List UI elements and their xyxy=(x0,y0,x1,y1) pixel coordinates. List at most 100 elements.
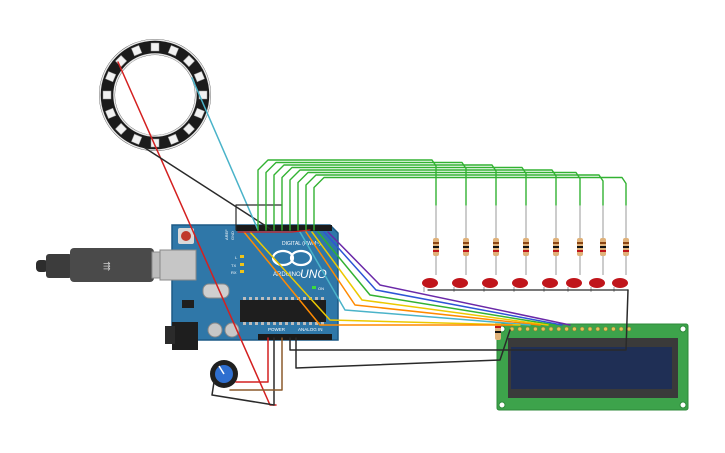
lcd-pin[interactable] xyxy=(572,326,577,332)
lcd-pin[interactable] xyxy=(525,326,530,332)
neopixel-led xyxy=(193,71,205,83)
lcd-mounting-hole xyxy=(679,401,687,409)
resistor-band xyxy=(623,246,629,248)
wire-orange[interactable] xyxy=(243,231,513,326)
atmega-pins xyxy=(243,297,324,325)
potentiometer[interactable] xyxy=(210,360,238,388)
lcd-pin[interactable] xyxy=(595,326,601,332)
neopixel-led xyxy=(182,122,195,135)
neopixel-ring[interactable] xyxy=(99,39,211,151)
resistor-band xyxy=(493,242,499,244)
usb-plug-body xyxy=(70,248,154,282)
power-analog-pin-header[interactable] xyxy=(258,334,332,340)
lcd-pin[interactable] xyxy=(626,326,632,332)
resistor-band xyxy=(433,246,439,248)
wire-cyan[interactable] xyxy=(191,77,259,231)
wire-yellow[interactable] xyxy=(249,231,521,326)
led[interactable] xyxy=(566,278,582,288)
crystal xyxy=(202,283,230,299)
lcd-mounting-hole xyxy=(498,401,506,409)
lcd-mounting-hole xyxy=(679,325,687,333)
led[interactable] xyxy=(452,278,468,288)
chip-pin xyxy=(279,322,282,325)
chip-pin xyxy=(279,297,282,300)
lcd-pin[interactable] xyxy=(548,326,554,332)
led-array xyxy=(422,205,629,292)
lcd-pin[interactable] xyxy=(564,326,569,332)
lcd-pin[interactable] xyxy=(533,326,538,332)
lcd-16x2[interactable] xyxy=(495,322,689,411)
lcd-pin[interactable] xyxy=(517,326,523,332)
tx-label: TX xyxy=(231,263,236,268)
potentiometer-indicator xyxy=(218,365,225,375)
arduino-uno-board[interactable]: ARDUINO UNO AREF GND L TX RX ON DIGITAL … xyxy=(159,224,339,350)
resistor-band xyxy=(495,331,501,333)
wire-green[interactable] xyxy=(297,171,581,231)
led[interactable] xyxy=(422,278,438,288)
wire-black[interactable] xyxy=(295,329,511,369)
wire-black[interactable] xyxy=(211,337,275,406)
chip-pin xyxy=(255,297,258,300)
wire-green[interactable] xyxy=(317,231,556,326)
resistor-band xyxy=(463,246,469,248)
atmega-chip xyxy=(240,300,326,322)
wire-orange[interactable] xyxy=(305,231,541,326)
led[interactable] xyxy=(512,278,528,288)
lcd-pin[interactable] xyxy=(587,326,593,332)
led[interactable] xyxy=(612,278,628,288)
arduino-brand-label: ARDUINO xyxy=(273,272,301,278)
l-led-label: L xyxy=(235,255,238,260)
neopixel-ring-outer-edge xyxy=(99,39,211,151)
wire-green[interactable] xyxy=(313,176,627,231)
lcd-pin[interactable] xyxy=(540,326,546,332)
lcd-pin[interactable] xyxy=(579,326,585,332)
resistor-band xyxy=(493,246,499,248)
wire-purple[interactable] xyxy=(327,231,571,326)
neopixel-led xyxy=(115,122,128,135)
reset-button[interactable] xyxy=(181,231,191,241)
led[interactable] xyxy=(589,278,605,288)
resistor-band xyxy=(577,246,583,248)
arduino-logo-loop-right xyxy=(289,249,313,267)
wire-green[interactable] xyxy=(281,166,527,231)
wire-black[interactable] xyxy=(144,147,273,231)
wire-green[interactable] xyxy=(289,169,557,231)
chip-pin xyxy=(273,297,276,300)
chip-pin xyxy=(261,322,264,325)
resistor-band xyxy=(577,242,583,244)
digital-pin-header[interactable] xyxy=(236,225,332,231)
chip-pin xyxy=(303,322,306,325)
neopixel-led xyxy=(167,133,179,145)
lcd-pin[interactable] xyxy=(603,326,608,332)
chip-pin xyxy=(249,322,252,325)
wire-yellow[interactable] xyxy=(311,231,549,326)
wire-red[interactable] xyxy=(235,337,269,383)
lcd-pin[interactable] xyxy=(509,326,515,332)
resistor-band xyxy=(433,250,439,252)
wire-black[interactable] xyxy=(289,289,629,351)
led[interactable] xyxy=(482,278,498,288)
lcd-pin[interactable] xyxy=(611,326,616,332)
gnd-label: GND xyxy=(230,231,235,240)
resistor-band xyxy=(600,242,606,244)
usb-port xyxy=(159,249,197,281)
wires xyxy=(117,61,629,406)
neopixel-led xyxy=(105,107,117,119)
led[interactable] xyxy=(542,278,558,288)
neopixel-led xyxy=(131,133,143,145)
lcd-pins xyxy=(509,326,632,332)
chip-pin xyxy=(255,322,258,325)
chip-pin xyxy=(291,297,294,300)
wire-cyan[interactable] xyxy=(299,231,531,326)
chip-pin xyxy=(315,297,318,300)
wire-green[interactable] xyxy=(305,174,604,231)
lcd-pin[interactable] xyxy=(618,326,624,332)
wire-blue[interactable] xyxy=(323,231,563,326)
lcd-screen xyxy=(511,347,672,389)
wire-red[interactable] xyxy=(237,229,311,233)
lcd-pin[interactable] xyxy=(556,326,562,332)
resistor-band xyxy=(493,250,499,252)
wire-brown[interactable] xyxy=(229,337,283,391)
wire-green[interactable] xyxy=(273,164,497,231)
